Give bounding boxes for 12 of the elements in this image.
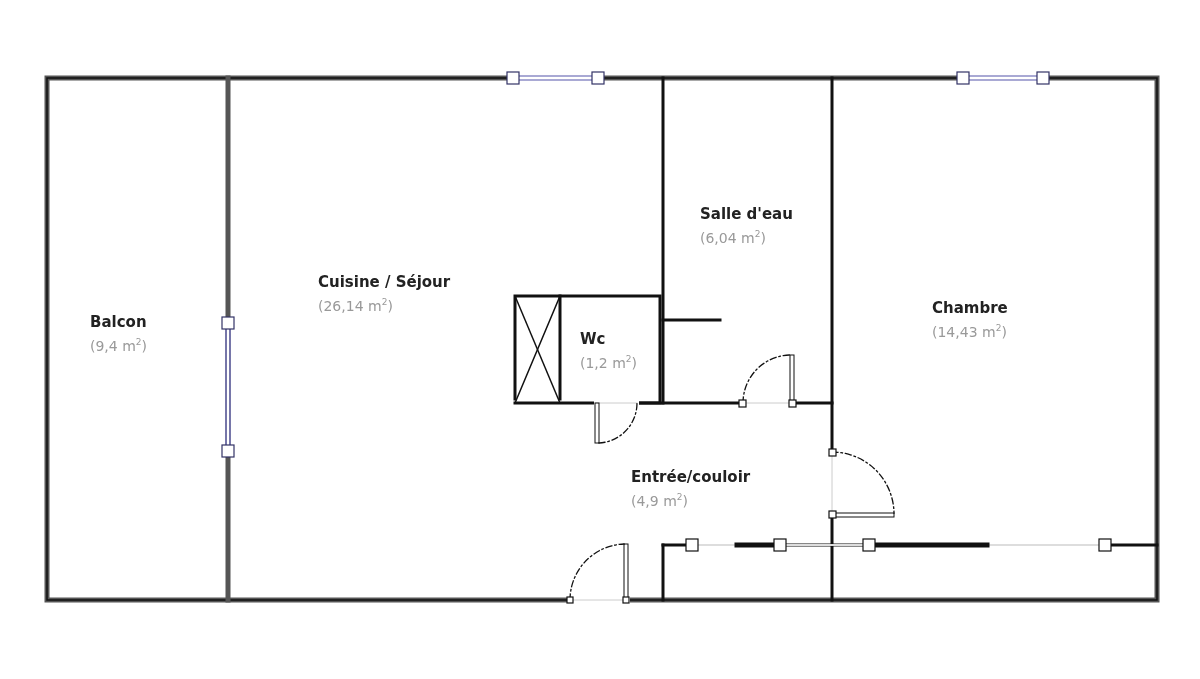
room-area: (6,04 m$^{2}$)	[700, 229, 793, 246]
room-area: (14,43 m$^{2}$)	[932, 323, 1008, 340]
room-area: (1,2 m$^{2}$)	[580, 354, 638, 371]
room-name: Chambre	[932, 299, 1008, 317]
room-name: Entrée/couloir	[631, 468, 751, 486]
room-area: (9,4 m$^{2}$)	[90, 337, 148, 354]
room-name: Wc	[580, 330, 607, 348]
room-name: Balcon	[90, 313, 148, 331]
room-area: (26,14 m$^{2}$)	[318, 297, 451, 314]
room-name: Salle d'eau	[700, 205, 793, 223]
room-name: Cuisine / Séjour	[318, 273, 451, 291]
room-area: (4,9 m$^{2}$)	[631, 492, 751, 509]
